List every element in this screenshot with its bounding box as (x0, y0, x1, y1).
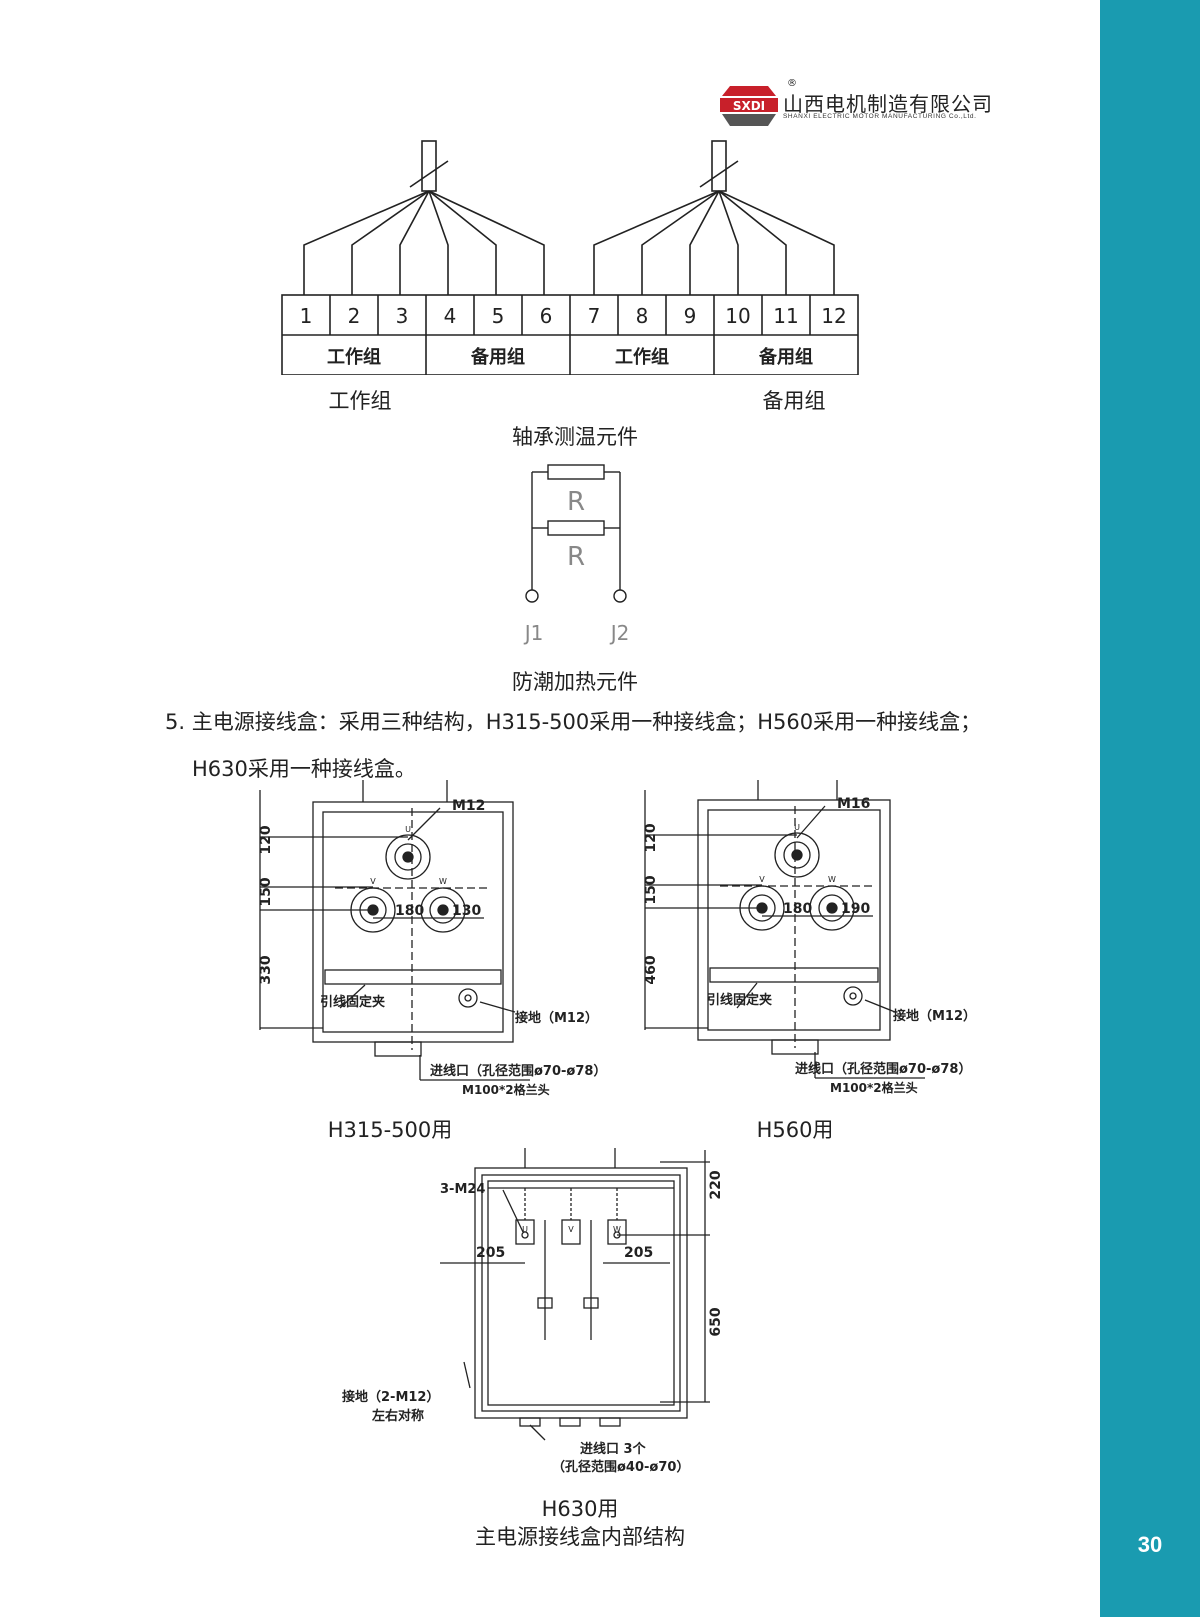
lower-label-work: 工作组 (328, 389, 392, 413)
terminal-number: 9 (684, 304, 697, 328)
h630-caption: H630用 (541, 1497, 619, 1521)
h630-ground-2: 左右对称 (372, 1408, 424, 1424)
terminal-number: 12 (821, 304, 846, 328)
terminal-j2: J2 (609, 621, 630, 645)
terminal-number: 2 (348, 304, 361, 328)
h315-phase-v: V (370, 877, 376, 886)
registered-mark: ® (787, 78, 797, 89)
group-cell-4: 备用组 (758, 346, 813, 368)
h560-caption: H560用 (756, 1118, 834, 1142)
box-h630-drawing: 3-M24 220 650 205 205 接地（2-M12） 左右对称 进线口… (342, 1148, 724, 1475)
h630-ground-1: 接地（2-M12） (342, 1389, 439, 1405)
terminal-number: 5 (492, 304, 505, 328)
h630-phase-w: W (613, 1225, 621, 1234)
terminal-number: 3 (396, 304, 409, 328)
h315-dim-v3: 330 (258, 955, 274, 984)
h560-dim-v3: 460 (643, 955, 659, 984)
h560-ground: 接地（M12） (893, 1008, 976, 1024)
h315-dim-h1: 180 (395, 903, 424, 919)
h630-bolt: 3-M24 (440, 1182, 485, 1197)
h560-clamp: 引线固定夹 (707, 992, 772, 1008)
bearing-caption: 轴承测温元件 (512, 425, 638, 449)
company-name-en: SHANXI ELECTRIC MOTOR MANUFACTURING Co.,… (783, 113, 977, 120)
h315-dim-h2: 130 (452, 903, 481, 919)
h560-phase-v: V (759, 875, 765, 884)
h315-inlet-2: M100*2格兰头 (462, 1082, 550, 1097)
h315-clamp: 引线固定夹 (320, 994, 385, 1010)
h630-inlet-1: 进线口 3个 (580, 1441, 647, 1457)
h315-dim-v2: 150 (258, 877, 274, 906)
h630-dim-h1: 205 (476, 1245, 505, 1261)
h560-dim-h2: 190 (841, 901, 870, 917)
terminal-j1: J1 (523, 621, 544, 645)
resistor-label-2: R (567, 542, 585, 572)
lower-label-spare: 备用组 (762, 389, 826, 413)
h630-inlet-2: （孔径范围ø40-ø70） (552, 1459, 689, 1475)
h630-dim-v1: 220 (708, 1170, 724, 1199)
terminal-number: 8 (636, 304, 649, 328)
h315-caption: H315-500用 (327, 1118, 453, 1142)
h560-bolt: M16 (837, 796, 870, 812)
group-cell-2: 备用组 (470, 346, 525, 368)
terminal-number: 4 (444, 304, 457, 328)
paragraph-line-1: 5. 主电源接线盒：采用三种结构，H315-500采用一种接线盒；H560采用一… (165, 710, 982, 734)
h630-phase-v: V (568, 1225, 574, 1234)
h315-ground: 接地（M12） (515, 1010, 598, 1026)
h315-bolt: M12 (452, 798, 485, 814)
terminal-number: 10 (725, 304, 750, 328)
h315-inlet-1: 进线口（孔径范围ø70-ø78） (430, 1063, 606, 1079)
terminal-number: 6 (540, 304, 553, 328)
h560-dim-v2: 150 (643, 875, 659, 904)
h630-dim-h2: 205 (624, 1245, 653, 1261)
group-cell-1: 工作组 (327, 346, 381, 368)
resistor-label-1: R (567, 487, 585, 517)
h560-dim-v1: 120 (643, 823, 659, 852)
h315-phase-u: U (405, 825, 411, 834)
terminal-number: 1 (300, 304, 313, 328)
company-name-cn: 山西电机制造有限公司 (783, 92, 993, 116)
heater-diagram: R R J1 J2 (523, 464, 630, 645)
h630-dim-v2: 650 (708, 1307, 724, 1336)
box-h315-drawing: M12 120 150 330 180 130 引线固定夹 接地（M12） 进线… (258, 780, 606, 1097)
h560-phase-u: U (794, 823, 800, 832)
h560-phase-w: W (828, 875, 836, 884)
heater-caption: 防潮加热元件 (512, 670, 638, 694)
h315-phase-w: W (439, 877, 447, 886)
logo-mark-text: SXDI (733, 99, 765, 113)
company-logo: SXDI (720, 86, 778, 126)
terminal-number: 11 (773, 304, 798, 328)
h560-inlet-1: 进线口（孔径范围ø70-ø78） (795, 1061, 971, 1077)
h630-phase-u: U (522, 1225, 528, 1234)
paragraph-line-2: H630采用一种接线盒。 (192, 757, 416, 781)
h315-dim-v1: 120 (258, 825, 274, 854)
side-band (1100, 0, 1200, 1617)
group-cell-3: 工作组 (615, 346, 669, 368)
box-h560-drawing: M16 120 150 460 180 190 引线固定夹 接地（M12） 进线… (643, 780, 976, 1095)
terminal-number: 7 (588, 304, 601, 328)
h560-dim-h1: 180 (783, 901, 812, 917)
main-box-caption: 主电源接线盒内部结构 (475, 1525, 685, 1549)
page-number: 30 (1137, 1532, 1163, 1557)
h560-inlet-2: M100*2格兰头 (830, 1080, 918, 1095)
